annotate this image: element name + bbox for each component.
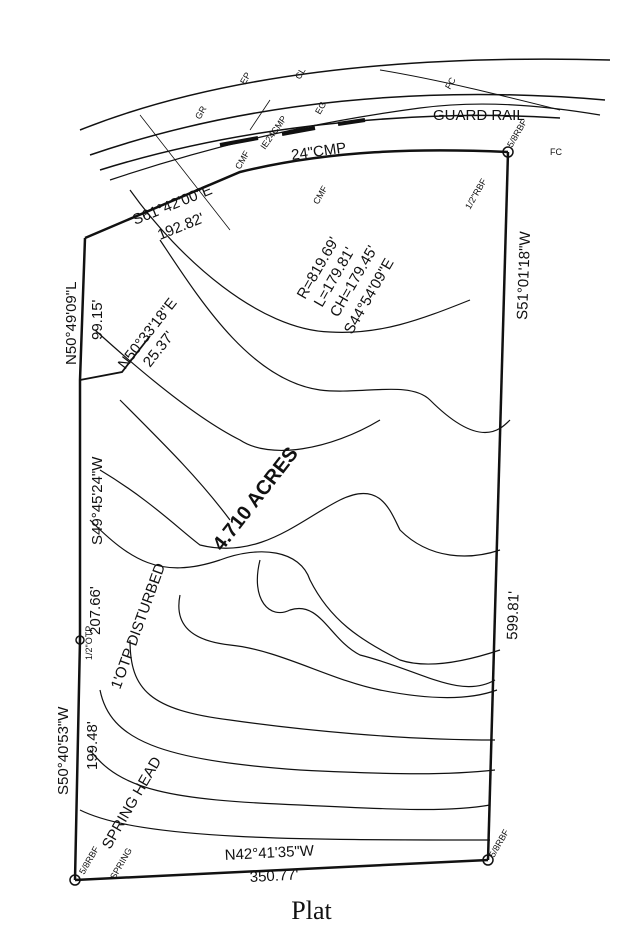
monument-w	[75, 635, 85, 645]
west-middle-bearing: S49°45'24"W	[89, 456, 106, 545]
west-upper-distance: 99.15'	[89, 299, 106, 340]
rebar-code-se: 5/8RBF	[487, 827, 511, 859]
west-middle-distance: 207.66'	[87, 586, 104, 635]
south-distance: 350.77'	[249, 866, 299, 886]
west-lower-distance: 199.48'	[84, 721, 101, 770]
east-distance: 599.81'	[504, 591, 523, 640]
disturbed-label: 1'OTP DISTURBED	[108, 561, 169, 692]
monument-ne	[502, 146, 514, 158]
road-code: FC	[443, 75, 458, 91]
east-bearing: S51°01'18"W	[514, 230, 534, 320]
road-code: CMF	[233, 149, 252, 171]
road-code: EG	[313, 100, 328, 116]
otp-label: 1/2"OTP	[84, 626, 94, 660]
rebar-code-sw: 5/8RBF	[77, 844, 101, 876]
rebar-ne-label: 1/2"RBF	[463, 176, 489, 211]
fc-label: FC	[550, 147, 562, 157]
figure-caption: Plat	[291, 896, 332, 925]
road-code: EP	[238, 71, 253, 86]
cmf-label: CMF	[311, 184, 330, 206]
west-upper-bearing: N50°49'09"L	[63, 282, 80, 365]
parcel-boundary	[73, 149, 510, 882]
south-bearing: N42°41'35"W	[224, 842, 315, 864]
road-code: CL	[293, 66, 307, 81]
guard-rail-label: GUARD RAIL	[433, 107, 525, 124]
west-lower-bearing: S50°40'53"W	[55, 706, 72, 795]
monuments	[69, 146, 514, 886]
contour-lines	[79, 189, 511, 841]
area-label: 4.710 ACRES	[209, 443, 303, 555]
monument-se	[482, 854, 494, 866]
monument-sw	[69, 874, 81, 886]
road-lines	[79, 58, 611, 231]
road-code: GR	[193, 104, 209, 121]
culvert-label: 24"CMP	[290, 139, 347, 164]
